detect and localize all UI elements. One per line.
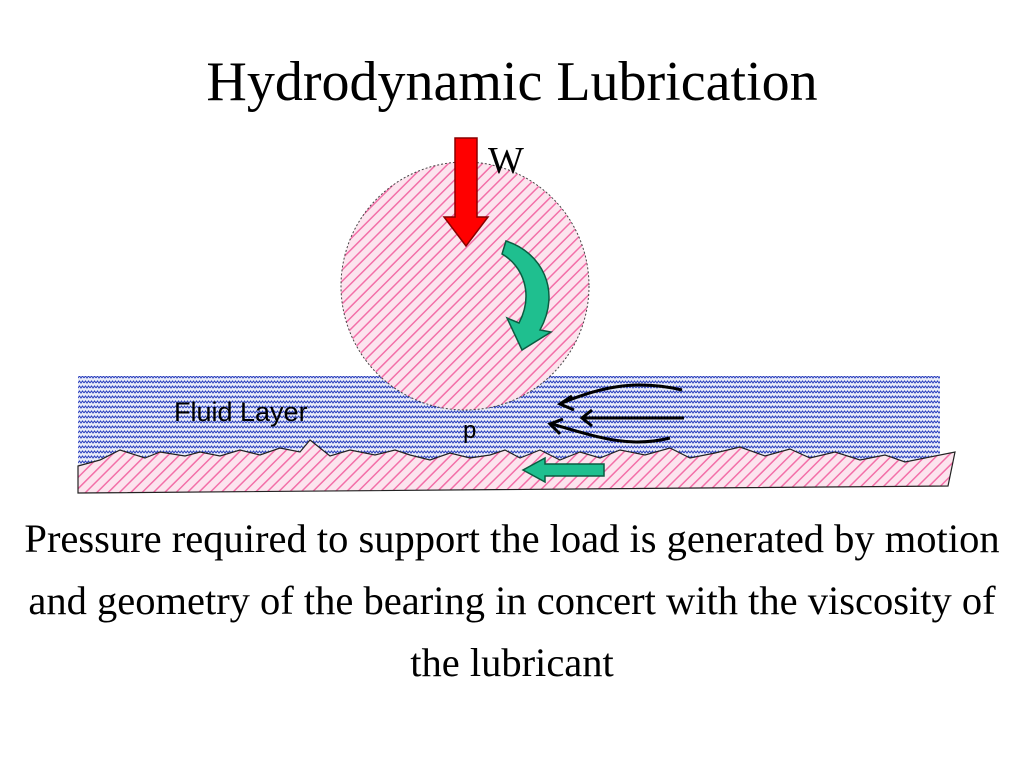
surface-motion-arrow — [521, 456, 605, 484]
load-arrow — [442, 137, 490, 248]
flow-arrow-lower — [551, 422, 671, 444]
flow-arrow-upper — [561, 383, 683, 405]
pressure-label: p — [463, 417, 476, 444]
slide-title: Hydrodynamic Lubrication — [206, 51, 818, 113]
flow-arrows — [547, 383, 684, 444]
flow-arrow-upper-head — [556, 394, 575, 412]
load-label: W — [488, 140, 524, 182]
flow-arrow-middle-head — [579, 408, 593, 428]
flow-arrow-lower-head — [547, 417, 564, 436]
rotation-arrow — [501, 240, 554, 352]
fluid-layer-label: Fluid Layer — [174, 397, 308, 427]
bearing-surface — [77, 439, 956, 494]
slide-caption: Pressure required to support the load is… — [24, 516, 1000, 685]
fluid-layer — [78, 376, 940, 466]
